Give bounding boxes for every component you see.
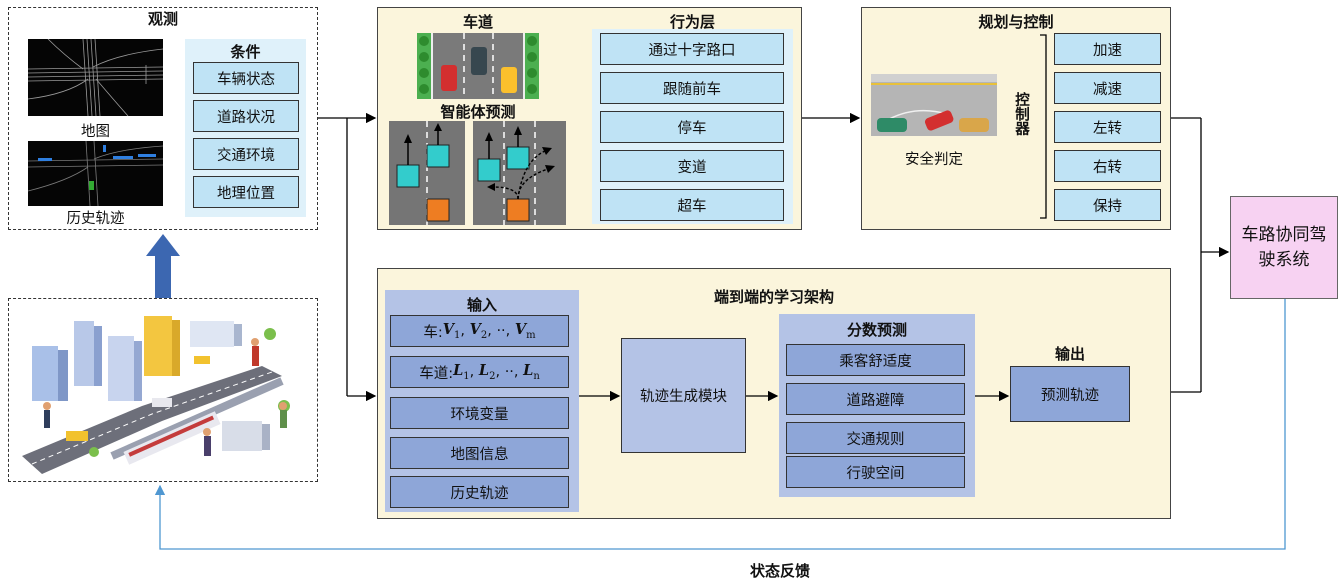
action-turn-right: 右转	[1054, 150, 1161, 182]
input-vehicle-prefix: 车:	[423, 324, 443, 341]
behavior-item: 跟随前车	[600, 72, 784, 104]
condition-item: 道路状况	[193, 100, 299, 132]
history-image	[28, 141, 163, 206]
agent-prediction-title: 智能体预测	[440, 103, 516, 121]
condition-item: 地理位置	[193, 176, 299, 208]
action-accelerate: 加速	[1054, 33, 1161, 65]
behavior-title: 行为层	[669, 13, 715, 31]
conditions-title: 条件	[230, 43, 261, 61]
input-item: 环境变量	[390, 397, 569, 429]
lane-l1: L1	[453, 362, 470, 382]
map-label: 地图	[81, 124, 110, 140]
vehicle-ellipsis: ··	[496, 323, 506, 339]
trajectory-generator: 轨迹生成模块	[621, 338, 746, 453]
observation-title: 观测	[147, 10, 178, 28]
input-lane: 车道: L1, L2, ··, Ln	[390, 356, 569, 388]
lane-ln: Ln	[523, 362, 540, 382]
condition-item: 交通环境	[193, 138, 299, 170]
planning-title: 规划与控制	[978, 13, 1054, 31]
city-illustration	[22, 306, 306, 476]
action-turn-left: 左转	[1054, 111, 1161, 143]
map-image	[28, 39, 163, 116]
input-lane-prefix: 车道:	[419, 365, 454, 382]
feedback-label: 状态反馈	[749, 562, 810, 580]
action-decelerate: 减速	[1054, 72, 1161, 104]
score-item: 道路避障	[786, 383, 965, 415]
behavior-item: 停车	[600, 111, 784, 143]
safety-image	[871, 74, 997, 136]
behavior-item: 通过十字路口	[600, 33, 784, 65]
vehicle-v1: V1	[442, 321, 461, 341]
vehicle-vm: Vm	[514, 321, 536, 341]
controller-label: 控制器	[1013, 92, 1029, 136]
lane-title: 车道	[462, 13, 493, 31]
system-box: 车路协同驾驶系统	[1230, 196, 1338, 299]
input-item: 历史轨迹	[390, 476, 569, 508]
action-keep: 保持	[1054, 189, 1161, 221]
agent-prediction-right	[473, 121, 566, 225]
vehicle-v2: V2	[469, 321, 488, 341]
condition-item: 车辆状态	[193, 62, 299, 94]
score-item: 行驶空间	[786, 456, 965, 488]
lane-image	[417, 33, 539, 99]
lane-ellipsis: ··	[504, 364, 514, 380]
score-item: 乘客舒适度	[786, 344, 965, 376]
lane-l2: L2	[478, 362, 496, 382]
output-item: 预测轨迹	[1010, 366, 1130, 422]
score-item: 交通规则	[786, 422, 965, 454]
agent-prediction-left	[389, 121, 465, 225]
input-title: 输入	[466, 296, 497, 314]
safety-label: 安全判定	[905, 152, 963, 168]
input-item: 地图信息	[390, 437, 569, 469]
system-label: 车路协同驾驶系统	[1241, 224, 1327, 270]
input-vehicle: 车: V1, V2, ··, Vm	[390, 315, 569, 347]
behavior-item: 变道	[600, 150, 784, 182]
behavior-item: 超车	[600, 189, 784, 221]
history-label: 历史轨迹	[66, 211, 125, 227]
output-title: 输出	[1054, 345, 1085, 363]
score-title: 分数预测	[846, 321, 907, 339]
